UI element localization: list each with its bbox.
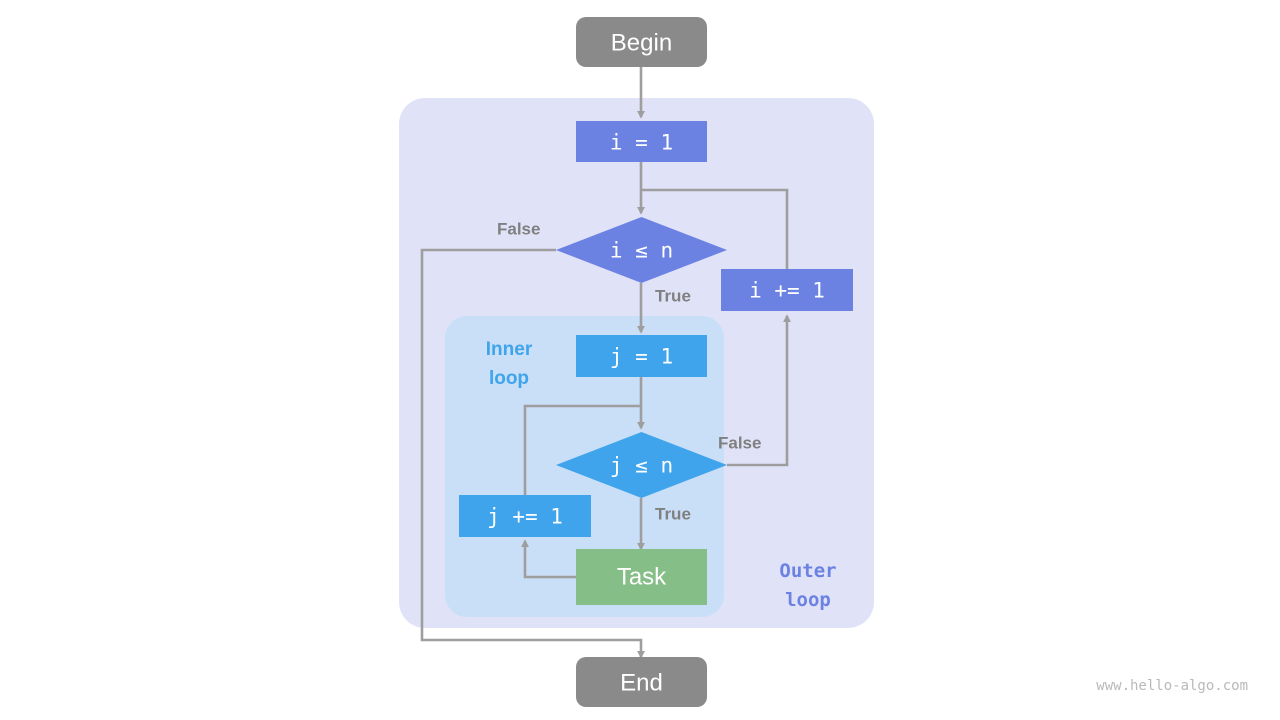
node-init-j[interactable]: j = 1 — [576, 335, 707, 377]
node-incr-i[interactable]: i += 1 — [721, 269, 853, 311]
node-task[interactable]: Task — [576, 549, 707, 605]
node-cond-j[interactable]: j ≤ n — [556, 432, 727, 498]
node-task-label: Task — [617, 564, 667, 591]
edge-task-to-incr-j — [521, 539, 576, 579]
node-end[interactable]: End — [576, 657, 707, 707]
node-begin-label: Begin — [611, 30, 672, 57]
node-cond-i[interactable]: i ≤ n — [556, 217, 727, 283]
outer-loop-label-line1: Outer — [779, 560, 836, 582]
inner-loop-label-line1: Inner — [486, 339, 533, 360]
edge-label-inner-false: False — [718, 434, 761, 453]
edge-label-inner-true: True — [655, 505, 691, 524]
edge-cond-j-false-to-incr-i — [727, 314, 791, 467]
inner-loop-label-line2: loop — [489, 368, 529, 389]
edge-cond-i-false-to-end — [420, 248, 645, 659]
node-init-i-label: i = 1 — [610, 131, 673, 155]
node-incr-j-label: j += 1 — [487, 505, 563, 529]
node-incr-i-label: i += 1 — [749, 279, 825, 303]
node-cond-j-label: j ≤ n — [610, 454, 673, 478]
node-incr-j[interactable]: j += 1 — [459, 495, 591, 537]
node-init-j-label: j = 1 — [610, 345, 673, 369]
edge-label-outer-true: True — [655, 287, 691, 306]
node-init-i[interactable]: i = 1 — [576, 121, 707, 162]
node-begin[interactable]: Begin — [576, 17, 707, 67]
edge-label-outer-false: False — [497, 220, 540, 239]
watermark-text: www.hello-algo.com — [1096, 678, 1248, 694]
edge-incr-j-to-trunk — [523, 404, 641, 495]
node-cond-i-label: i ≤ n — [610, 239, 673, 263]
edge-incr-i-to-trunk — [641, 188, 789, 269]
node-end-label: End — [620, 670, 663, 697]
outer-loop-label-line2: loop — [785, 589, 831, 611]
